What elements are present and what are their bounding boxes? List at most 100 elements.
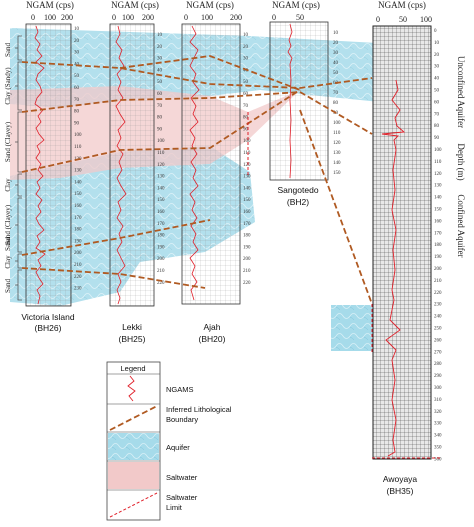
depth-tick-label: 110 xyxy=(157,151,165,156)
log-scale-1: 50 xyxy=(399,15,407,24)
log-awoyaya: NGAM (cps) 0 50 100 01020304050607080901… xyxy=(372,0,442,496)
log-victoria-island: NGAM (cps) 0 100 200 1020304050607080901… xyxy=(21,0,82,333)
depth-tick-label: 140 xyxy=(157,186,165,191)
depth-tick-label: 20 xyxy=(157,45,163,50)
depth-tick-label: 70 xyxy=(434,112,440,117)
depth-tick-label: 190 xyxy=(434,255,442,260)
depth-tick-label: 270 xyxy=(434,350,442,355)
depth-tick-label: 100 xyxy=(434,148,442,153)
depth-tick-label: 80 xyxy=(333,101,339,106)
log-header: NGAM (cps) xyxy=(26,0,74,10)
log-id: (BH25) xyxy=(119,334,146,344)
legend-label-saltwater: Saltwater xyxy=(166,473,198,482)
depth-tick-label: 130 xyxy=(434,184,442,189)
unconfined-aquifer-label: Unconfined Aquifer xyxy=(456,56,466,128)
depth-tick-label: 180 xyxy=(74,228,82,233)
side-labels: Unconfined Aquifer Depth (m) Confined Aq… xyxy=(456,56,466,258)
depth-tick-label: 30 xyxy=(434,65,440,70)
ngams-curve xyxy=(115,25,127,305)
log-track xyxy=(181,23,241,305)
log-scale-1: 100 xyxy=(201,13,213,22)
depth-tick-label: 150 xyxy=(333,171,341,176)
depth-tick-label: 50 xyxy=(243,80,249,85)
depth-tick-label: 40 xyxy=(333,61,339,66)
lith-label-7: Sand xyxy=(4,279,12,294)
depth-tick-label: 130 xyxy=(243,175,251,180)
depth-tick-label: 190 xyxy=(243,245,251,250)
depth-tick-label: 180 xyxy=(157,234,165,239)
depth-tick-label: 60 xyxy=(157,92,163,97)
depth-tick-label: 80 xyxy=(434,124,440,129)
log-scale-1: 50 xyxy=(296,13,304,22)
depth-tick-label: 140 xyxy=(243,186,251,191)
depth-tick-label: 50 xyxy=(74,74,80,79)
depth-tick-label: 50 xyxy=(333,71,339,76)
log-scale-0: 0 xyxy=(376,15,380,24)
depth-tick-label: 200 xyxy=(434,267,442,272)
depth-tick-label: 210 xyxy=(157,269,165,274)
depth-tick-label: 10 xyxy=(74,27,80,32)
log-scale-2: 200 xyxy=(142,13,154,22)
log-scale-0: 0 xyxy=(31,13,35,22)
lithology-column: Sand Clay (Sandy) Sand (Clayey) Clay San… xyxy=(4,35,22,301)
ngams-curve xyxy=(189,25,200,301)
legend-label-limit-2: Limit xyxy=(166,503,183,512)
log-ticks: 1020304050607080901001101201301401501601… xyxy=(243,33,251,286)
depth-tick-label: 120 xyxy=(157,163,165,168)
depth-tick-label: 230 xyxy=(434,303,442,308)
depth-tick-label: 80 xyxy=(74,110,80,115)
depth-tick-label: 20 xyxy=(243,45,249,50)
depth-tick-label: 90 xyxy=(157,127,163,132)
depth-tick-label: 30 xyxy=(243,57,249,62)
depth-tick-label: 160 xyxy=(157,210,165,215)
depth-tick-label: 250 xyxy=(434,327,442,332)
ngams-curve xyxy=(34,25,46,305)
depth-tick-label: 170 xyxy=(243,222,251,227)
depth-tick-label: 30 xyxy=(74,51,80,56)
boundary-line xyxy=(21,89,301,173)
depth-tick-label: 240 xyxy=(434,315,442,320)
log-header: NGAM (cps) xyxy=(186,0,234,10)
depth-tick-label: 210 xyxy=(74,263,82,268)
depth-tick-label: 220 xyxy=(157,281,165,286)
boundary-line xyxy=(21,219,211,256)
depth-tick-label: 300 xyxy=(434,386,442,391)
lith-label-4: Sand (Clayey) xyxy=(4,204,12,245)
depth-tick-label: 200 xyxy=(74,251,82,256)
log-ticks: 0102030405060708090100110120130140150160… xyxy=(434,29,442,462)
depth-tick-label: 160 xyxy=(243,210,251,215)
depth-tick-label: 90 xyxy=(74,121,80,126)
depth-tick-label: 100 xyxy=(333,121,341,126)
log-scale-0: 0 xyxy=(112,13,116,22)
depth-tick-label: 170 xyxy=(157,222,165,227)
depth-tick-label: 110 xyxy=(333,131,341,136)
lith-label-0: Sand xyxy=(4,43,12,58)
depth-tick-label: 220 xyxy=(243,281,251,286)
depth-tick-label: 50 xyxy=(157,80,163,85)
depth-tick-label: 280 xyxy=(434,362,442,367)
log-scale-0: 0 xyxy=(184,13,188,22)
awoyaya-aquifer-block xyxy=(331,305,376,351)
depth-tick-label: 70 xyxy=(243,104,249,109)
depth-tick-label: 350 xyxy=(434,446,442,451)
depth-tick-label: 120 xyxy=(243,163,251,168)
depth-tick-label: 360 xyxy=(434,457,442,462)
ngams-curve xyxy=(381,79,406,457)
depth-tick-label: 110 xyxy=(434,160,442,165)
log-track xyxy=(269,21,329,181)
depth-tick-label: 200 xyxy=(243,257,251,262)
depth-tick-label: 290 xyxy=(434,374,442,379)
depth-tick-label: 140 xyxy=(434,196,442,201)
log-id: (BH35) xyxy=(387,486,414,496)
depth-tick-label: 190 xyxy=(74,239,82,244)
legend: Legend NGAMS Inferred Lithological Bound… xyxy=(106,361,232,521)
depth-tick-label: 80 xyxy=(243,116,249,121)
lith-label-1: Clay (Sandy) xyxy=(4,67,12,105)
depth-tick-label: 60 xyxy=(434,100,440,105)
depth-tick-label: 10 xyxy=(333,31,339,36)
depth-tick-label: 30 xyxy=(157,57,163,62)
depth-axis-label: Depth (m) xyxy=(456,143,466,180)
lith-label-2: Sand (Clayey) xyxy=(4,121,12,162)
depth-tick-label: 150 xyxy=(243,198,251,203)
boundary-line xyxy=(21,267,206,289)
